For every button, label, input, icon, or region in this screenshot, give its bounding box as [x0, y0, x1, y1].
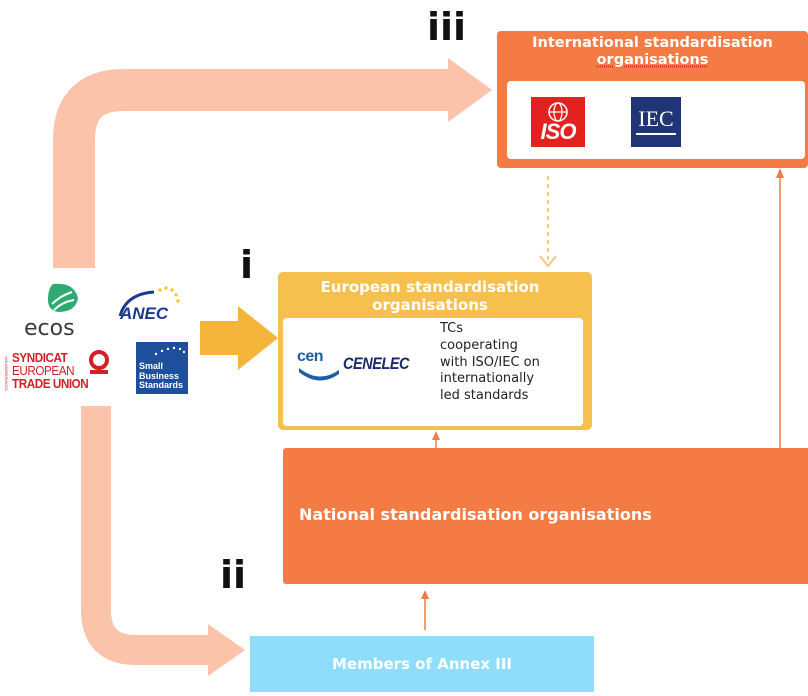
sbs-logo: Small Business Standards — [136, 342, 188, 394]
pathway-ii-label: ii — [220, 553, 247, 597]
international-box: International standardisation organisati… — [497, 31, 808, 168]
sbs-text: Small Business Standards — [139, 361, 184, 391]
iso-logo-text: ISO — [540, 119, 577, 144]
anec-logo-text: ANEC — [120, 304, 169, 323]
european-title-line2: organisations — [372, 296, 488, 314]
sbs-stars-icon — [154, 346, 186, 356]
tcs-line: led standards — [440, 388, 529, 404]
cen-logo: cen — [297, 348, 341, 384]
anec-stars-icon — [118, 286, 180, 317]
european-content-panel: cen CENELEC TCs cooperating with ISO/IEC… — [283, 318, 583, 426]
arrow-iii-head — [448, 58, 492, 122]
iso-globe-icon — [548, 102, 568, 122]
tcs-line: cooperating — [440, 337, 518, 353]
national-title: National standardisation organisations — [299, 505, 652, 524]
sbs-line3: Standards — [139, 380, 184, 390]
international-title-line1: International standardisation — [532, 35, 773, 51]
arrow-iii — [53, 69, 452, 268]
international-title-line2: organisations — [596, 52, 709, 68]
stakeholder-logos: ecos ANEC CONFEDERATION SYNDICAT EUROPEA… — [0, 276, 200, 406]
etuc-logo: CONFEDERATION SYNDICAT EUROPEAN TRADE UN… — [2, 348, 109, 398]
etuc-line2: EUROPEAN — [12, 363, 75, 378]
etuc-side-text: CONFEDERATION — [3, 356, 9, 391]
iec-logo: IEC — [631, 97, 681, 147]
international-title: International standardisation organisati… — [497, 35, 808, 69]
tcs-line: TCs — [440, 321, 464, 336]
european-box: European standardisation organisations c… — [278, 272, 592, 430]
sbs-line2: Business — [139, 370, 180, 381]
pathway-iii-label: iii — [427, 5, 467, 49]
pathway-i-label: i — [240, 243, 254, 287]
tcs-line: with ISO/IEC on — [440, 354, 540, 370]
anec-logo: ANEC — [114, 282, 188, 336]
annex-title: Members of Annex III — [331, 655, 513, 673]
arrow-i-head — [238, 306, 278, 370]
dashed-arrow-head — [539, 255, 557, 268]
national-box: National standardisation organisations — [283, 448, 808, 584]
ecos-leaf-icon — [48, 283, 78, 312]
european-title: European standardisation organisations — [278, 278, 582, 314]
cenelec-logo: CENELEC — [343, 354, 410, 373]
tcs-description: TCs cooperating with ISO/IEC on internat… — [440, 321, 580, 405]
arrow-ii-head — [208, 624, 245, 676]
arrow-i-shaft — [194, 321, 240, 355]
annex-box: Members of Annex III — [250, 636, 594, 692]
arrow-ii — [81, 400, 212, 665]
etuc-line3: TRADE UNION — [12, 376, 89, 391]
tcs-line: internationally — [440, 371, 535, 387]
etuc-line1: SYNDICAT — [12, 350, 68, 365]
iec-logo-text: IEC — [638, 106, 674, 131]
ecos-logo: ecos — [24, 280, 98, 341]
cen-swoosh-icon — [299, 368, 339, 381]
iso-logo: ISO — [531, 97, 585, 147]
etuc-swirl-icon — [89, 350, 109, 374]
european-title-line1: European standardisation — [320, 278, 540, 296]
sbs-line1: Small — [139, 361, 164, 371]
international-logo-panel: ISO IEC — [507, 81, 805, 159]
ecos-logo-text: ecos — [24, 316, 75, 341]
cen-logo-text: cen — [297, 348, 324, 365]
